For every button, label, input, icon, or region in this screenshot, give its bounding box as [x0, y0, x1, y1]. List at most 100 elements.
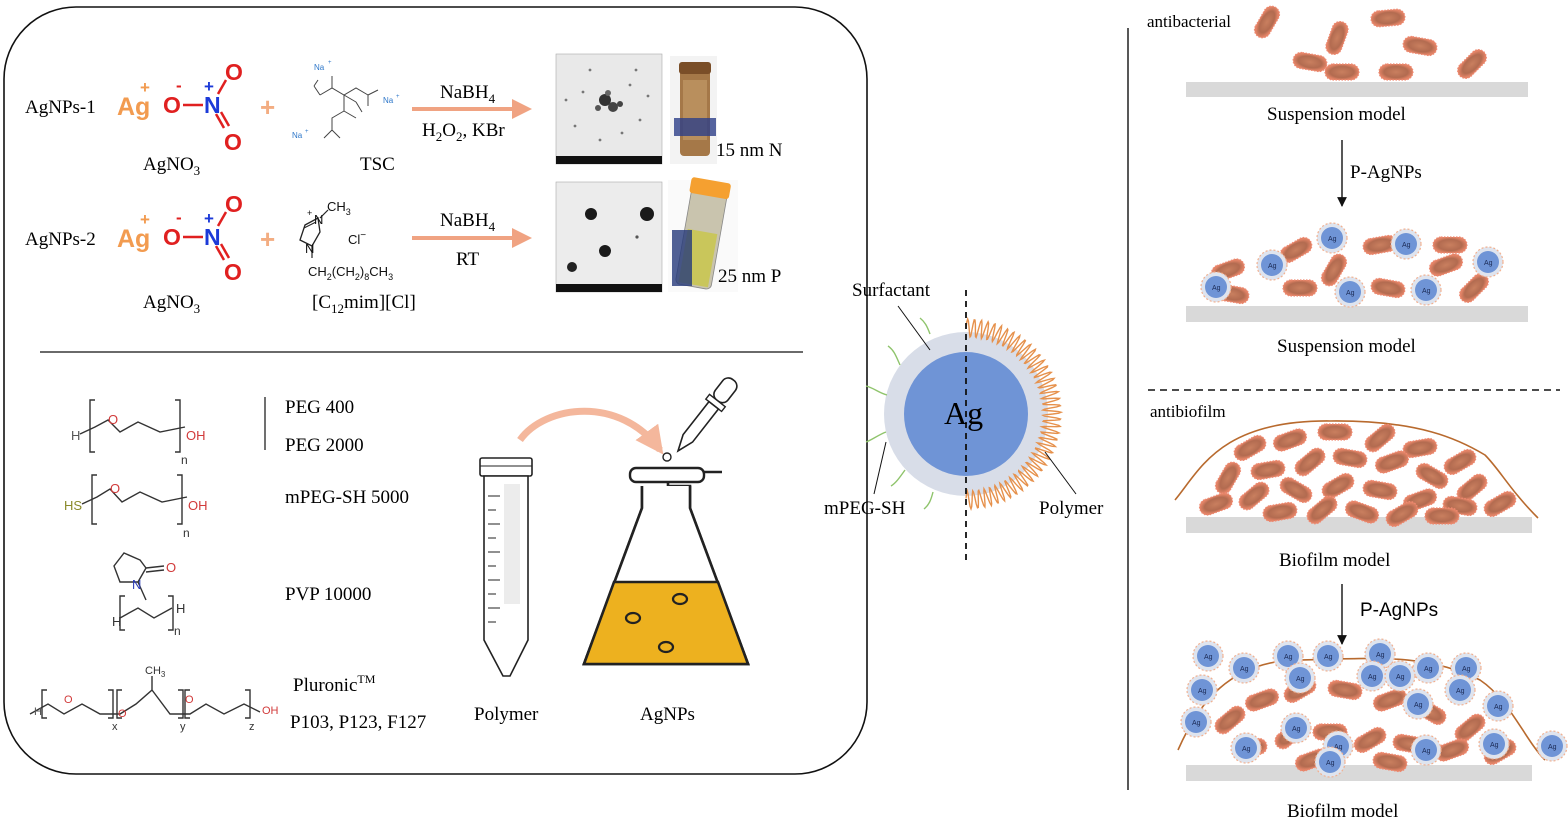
silver-nanoparticle: Ag	[1280, 712, 1312, 744]
row1-ag-charge: +	[140, 78, 150, 97]
silver-nanoparticle: Ag	[1410, 274, 1442, 306]
polymer-coil	[965, 316, 1064, 512]
bacterium	[1230, 431, 1270, 465]
arrow-2-label: P-AgNPs	[1360, 600, 1438, 621]
tsc-labels: Na + Na + Na +	[292, 60, 400, 140]
row-agnps-1: AgNPs-1 Ag + - O N + O O AgNO3 + Na + Na…	[25, 53, 783, 178]
bacterium	[1440, 445, 1480, 479]
row1-vial-photo	[670, 56, 717, 164]
row-agnps-2: AgNPs-2 Ag + - O N + O O AgNO3 + + N N	[25, 177, 781, 316]
row1-arrow-top: NaBH4	[440, 82, 496, 106]
svg-text:CH3: CH3	[327, 199, 351, 217]
svg-text:n: n	[181, 453, 188, 467]
svg-text:OH: OH	[186, 428, 206, 443]
svg-text:O: O	[225, 191, 243, 217]
bacterium	[1378, 63, 1414, 81]
bacterium	[1361, 420, 1399, 456]
nanoparticle-label: Ag	[1324, 654, 1333, 661]
svg-text:N: N	[305, 241, 314, 256]
svg-text:-: -	[176, 208, 182, 227]
nanoparticle-label: Ag	[1402, 242, 1411, 249]
svg-text:x: x	[112, 721, 118, 733]
peg-structure	[79, 399, 186, 453]
bacterium	[1318, 469, 1358, 503]
nanoparticle-label: Ag	[1296, 676, 1305, 683]
centrifuge-tube	[479, 457, 533, 677]
row1-ag-symbol: Ag	[117, 93, 150, 121]
tube-label: Polymer	[474, 704, 539, 725]
bacterium	[1282, 279, 1318, 297]
ionic-liquid-structure: + N N CH3 Cl− CH2(CH2)8CH3	[299, 199, 393, 282]
svg-text:O: O	[110, 481, 120, 496]
svg-text:z: z	[249, 721, 255, 733]
bacterium	[1270, 426, 1310, 454]
svg-text:y: y	[180, 721, 186, 733]
bacterium	[1250, 2, 1284, 42]
nanoparticle-label: Ag	[1212, 285, 1221, 292]
svg-text:n: n	[183, 526, 190, 540]
nitrate-o-bottom: O	[224, 129, 242, 155]
svg-text:+: +	[328, 60, 332, 66]
nanoparticle-label: Ag	[1376, 652, 1385, 659]
row1-reagent: AgNO3	[143, 154, 200, 178]
silver-nanoparticle: Ag	[1334, 276, 1366, 308]
transfer-arrow	[517, 407, 664, 455]
nanoparticle-label: Ag	[1326, 760, 1335, 767]
bacterium	[1276, 473, 1316, 507]
silver-nanoparticle: Ag	[1472, 246, 1504, 278]
bacterium	[1372, 448, 1412, 476]
nanoparticle-label: Ag	[1414, 702, 1423, 709]
silver-nanoparticle: Ag	[1316, 222, 1348, 254]
silver-nanoparticle: Ag	[1482, 690, 1514, 722]
silver-nanoparticle: Ag	[1478, 728, 1510, 760]
nanoparticle-label: Ag	[1284, 654, 1293, 661]
bacterium	[1432, 236, 1468, 254]
biofilm-bacteria	[1196, 420, 1520, 531]
bacterium	[1317, 423, 1353, 441]
peg400-label: PEG 400	[285, 397, 354, 418]
bacterium	[1426, 251, 1466, 279]
surfactant-label: Surfactant	[852, 280, 931, 301]
arrow-1-label: P-AgNPs	[1350, 162, 1422, 183]
nitrate-n-plus: +	[204, 77, 214, 96]
biofilm-matrix-1	[1174, 420, 1539, 519]
svg-text:+: +	[396, 94, 400, 100]
silver-nanoparticle: Ag	[1384, 660, 1416, 692]
svg-text:O: O	[108, 412, 118, 427]
nanoparticle-label: Ag	[1424, 666, 1433, 673]
antibiofilm-label: antibiofilm	[1150, 402, 1226, 421]
nanoparticle-label: Ag	[1204, 654, 1213, 661]
bacterium	[1369, 276, 1407, 300]
peg2000-label: PEG 2000	[285, 435, 364, 456]
synthesis-panel-frame	[3, 6, 868, 775]
nanoparticle-label: Ag	[1396, 674, 1405, 681]
surface-1	[1186, 82, 1528, 97]
svg-text:Na: Na	[383, 96, 394, 105]
nanoparticle-label: Ag	[1328, 236, 1337, 243]
bacterium	[1323, 18, 1351, 58]
silver-nanoparticle: Ag	[1230, 732, 1262, 764]
svg-text:Na: Na	[292, 131, 303, 140]
row2-label: AgNPs-2	[25, 229, 96, 250]
nanoparticle-label: Ag	[1268, 263, 1277, 270]
surfactant-tails	[865, 317, 934, 510]
erlenmeyer-flask	[582, 466, 750, 666]
svg-text:Cl−: Cl−	[348, 230, 366, 247]
bacterium	[1369, 7, 1407, 29]
ionic-liquid-label: [C12mim][Cl]	[312, 292, 416, 316]
mpeg-sh-label: mPEG-SH	[824, 498, 906, 519]
nanoparticle-label: Ag	[1494, 704, 1503, 711]
bacterium	[1361, 478, 1399, 502]
bacterium	[1196, 490, 1236, 518]
svg-text:Na: Na	[314, 63, 325, 72]
bacterium	[1291, 444, 1329, 480]
row1-tem-image	[555, 53, 663, 165]
mpeg-label: mPEG-SH 5000	[285, 487, 409, 508]
row2-plus: +	[260, 224, 275, 254]
silver-nanoparticle: Ag	[1322, 730, 1354, 762]
svg-text:OH: OH	[188, 498, 208, 513]
svg-text:N: N	[204, 224, 221, 250]
svg-text:O: O	[64, 694, 73, 706]
antibacterial-label: antibacterial	[1147, 12, 1231, 31]
